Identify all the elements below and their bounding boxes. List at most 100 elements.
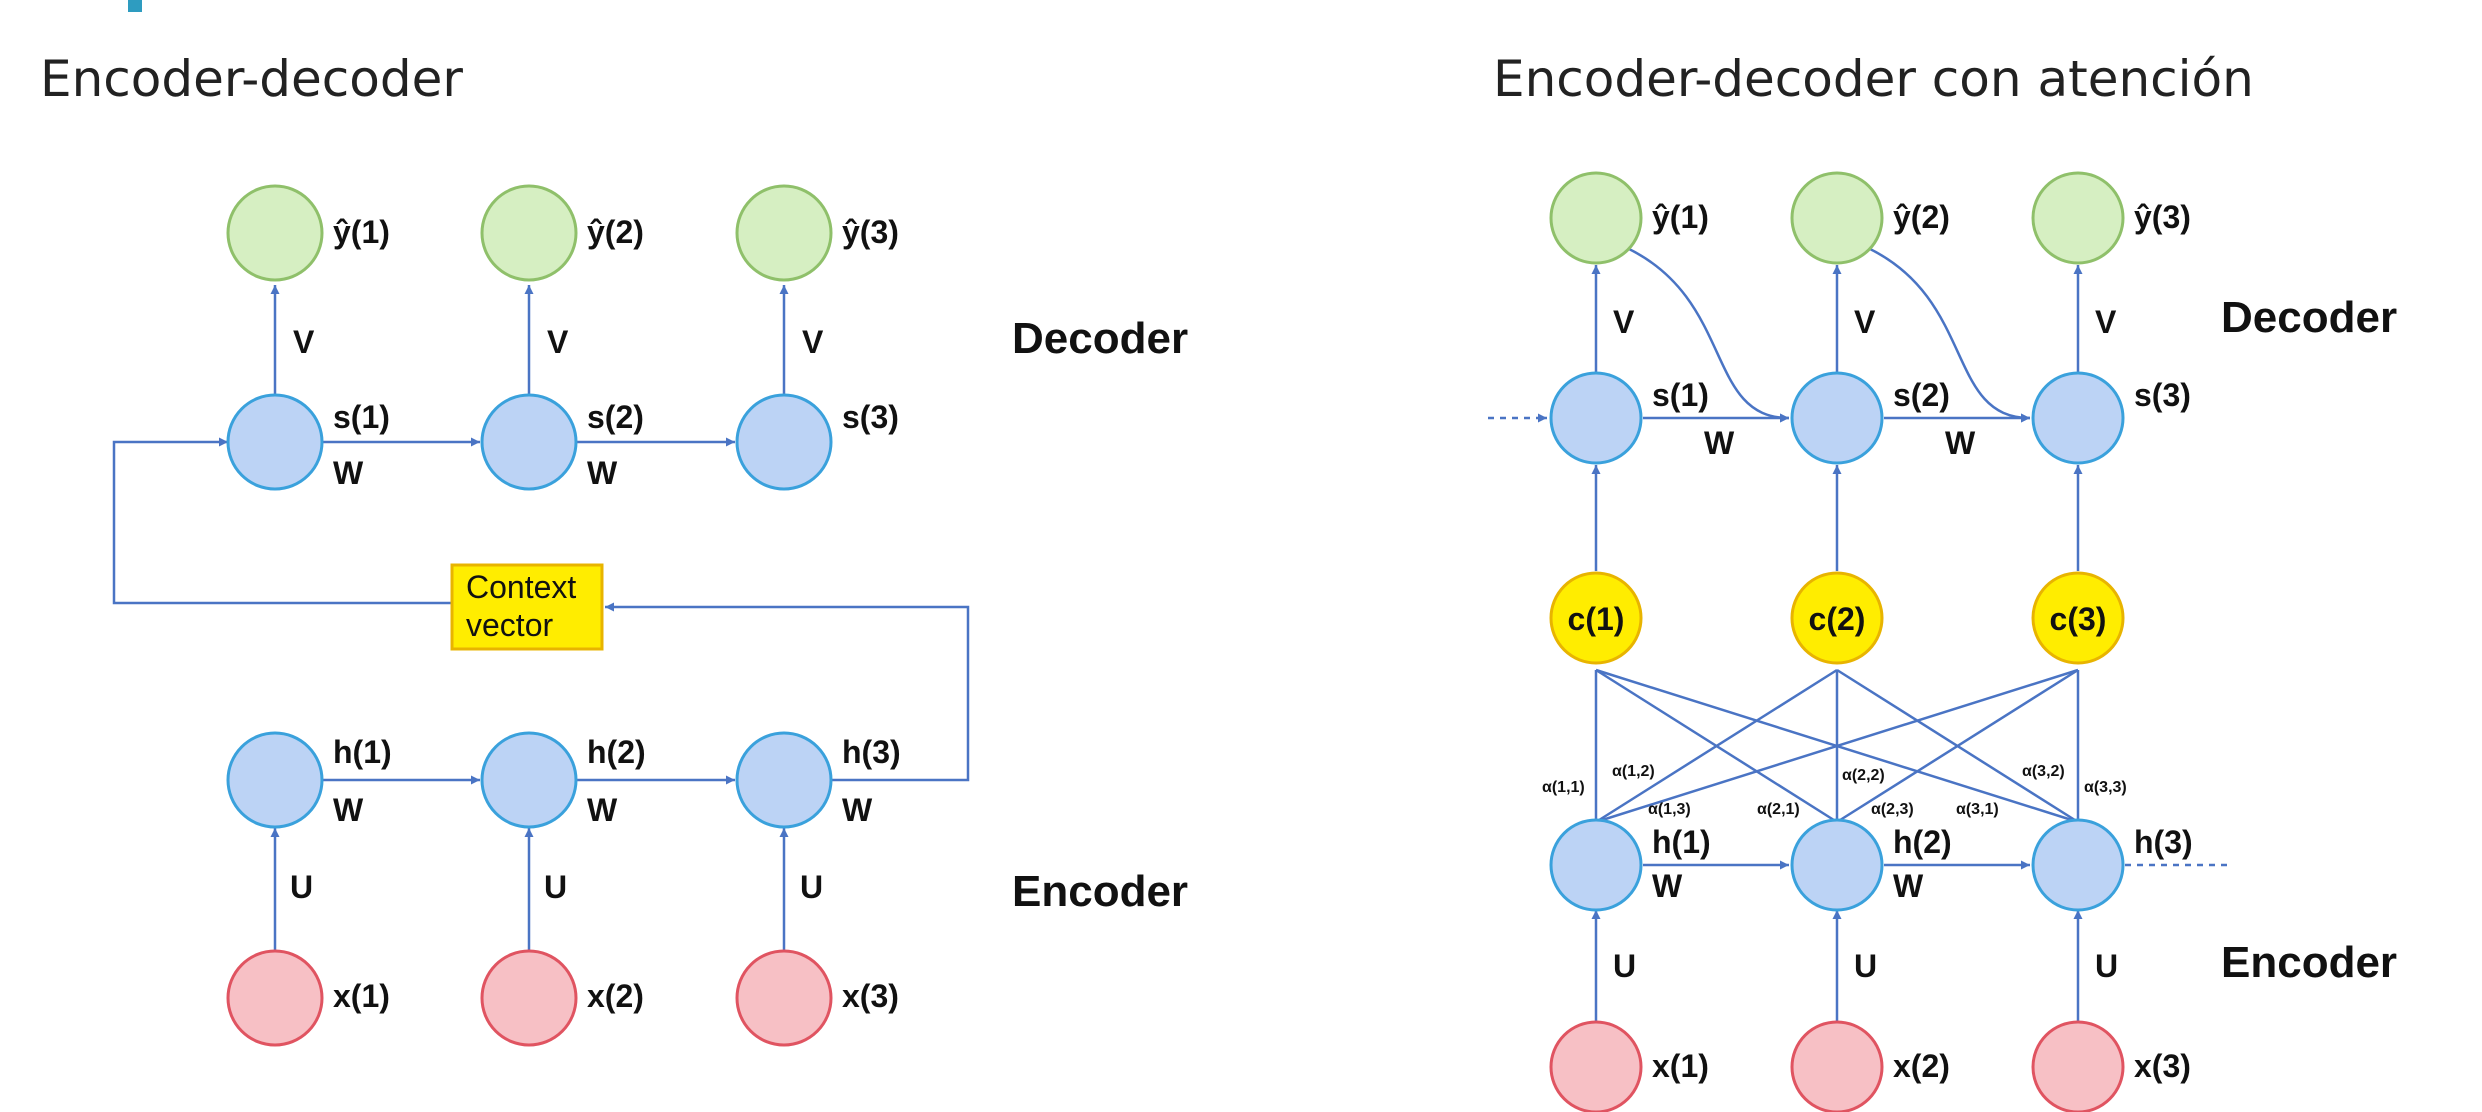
right-input-label-2: x(2) (1893, 1048, 1950, 1084)
left-v-label-3: V (802, 324, 824, 360)
left-v-label-1: V (293, 324, 315, 360)
left-h3-to-context-arrow (605, 602, 970, 782)
left-context-to-s1-arrow (112, 437, 452, 605)
left-decoder-label-2: s(2) (587, 399, 644, 435)
left-encoder-section-label: Encoder (1012, 867, 1188, 916)
alpha-label-1-2: α(1,2) (1612, 763, 1655, 780)
alpha-label-3-3: α(3,3) (2084, 779, 2127, 796)
left-output-label-1: ŷ(1) (333, 214, 390, 250)
left-s-w-label-1: W (333, 455, 364, 491)
right-context-node-3 (2031, 571, 2125, 665)
right-title: Encoder-decoder con atención (1493, 50, 2254, 108)
left-h-w-label-3: W (842, 792, 873, 828)
right-v-label-1: V (1613, 304, 1635, 340)
left-encoder-label-3: h(3) (842, 734, 901, 770)
left-input-label-1: x(1) (333, 978, 390, 1014)
left-h-w-label-1: W (333, 792, 364, 828)
right-input-node-2 (1790, 1020, 1884, 1112)
left-input-node-2 (480, 949, 578, 1047)
left-input-label-3: x(3) (842, 978, 899, 1014)
right-v-label-2: V (1854, 304, 1876, 340)
right-feedback-curve-2 (1867, 246, 2031, 423)
left-decoder-label-3: s(3) (842, 399, 899, 435)
right-encoder-label-1: h(1) (1652, 824, 1711, 860)
right-input-node-3 (2031, 1020, 2125, 1112)
left-encoder-node-1 (226, 731, 324, 829)
right-output-node-1 (1549, 171, 1643, 265)
alpha-label-3-2: α(3,2) (2022, 763, 2065, 780)
left-diagram: Context vector ŷ(1) ŷ(2) ŷ(3) V V V s(1)… (112, 184, 1188, 1047)
right-context-label-2: c(2) (1809, 601, 1866, 637)
right-decoder-node-2 (1790, 371, 1884, 465)
alpha-label-2-2: α(2,2) (1842, 767, 1885, 784)
left-u-label-1: U (290, 869, 313, 905)
left-decoder-section-label: Decoder (1012, 314, 1188, 363)
left-decoder-node-3 (735, 393, 833, 491)
right-diagram: c(1) c(2) c(3) ŷ(1) ŷ(2) ŷ(3) V V V s(1)… (1488, 171, 2397, 1112)
left-encoder-node-3 (735, 731, 833, 829)
right-context-node-2 (1790, 571, 1884, 665)
right-output-node-2 (1790, 171, 1884, 265)
right-decoder-label-2: s(2) (1893, 377, 1950, 413)
right-output-node-3 (2031, 171, 2125, 265)
left-u-label-2: U (544, 869, 567, 905)
right-output-label-1: ŷ(1) (1652, 199, 1709, 235)
left-output-node-1 (226, 184, 324, 282)
left-title: Encoder-decoder (40, 50, 463, 108)
alpha-label-2-1: α(2,1) (1757, 801, 1800, 818)
alpha-label-1-1: α(1,1) (1542, 779, 1585, 796)
left-input-node-1 (226, 949, 324, 1047)
right-input-node-1 (1549, 1020, 1643, 1112)
right-encoder-section-label: Encoder (2221, 938, 2397, 987)
right-context-label-1: c(1) (1568, 601, 1625, 637)
right-input-label-3: x(3) (2134, 1048, 2191, 1084)
left-decoder-label-1: s(1) (333, 399, 390, 435)
right-decoder-label-1: s(1) (1652, 377, 1709, 413)
left-input-node-3 (735, 949, 833, 1047)
attn-line-3-1 (1595, 668, 2079, 824)
right-u-label-1: U (1613, 948, 1636, 984)
right-s-w-label-1: W (1704, 425, 1735, 461)
right-s-w-label-2: W (1945, 425, 1976, 461)
right-v-label-3: V (2095, 304, 2117, 340)
attn-line-3-2 (1836, 668, 2079, 824)
alpha-label-3-1: α(3,1) (1956, 801, 1999, 818)
right-feedback-curve-1 (1626, 246, 1790, 423)
right-decoder-node-1 (1549, 371, 1643, 465)
accent-bar (128, 0, 142, 12)
right-output-label-3: ŷ(3) (2134, 199, 2191, 235)
left-encoder-label-1: h(1) (333, 734, 392, 770)
right-encoder-label-2: h(2) (1893, 824, 1952, 860)
left-output-label-2: ŷ(2) (587, 214, 644, 250)
right-h-w-label-1: W (1652, 868, 1683, 904)
left-u-label-3: U (800, 869, 823, 905)
left-output-node-2 (480, 184, 578, 282)
right-encoder-node-1 (1549, 818, 1643, 912)
right-decoder-label-3: s(3) (2134, 377, 2191, 413)
right-u-label-3: U (2095, 948, 2118, 984)
left-decoder-node-2 (480, 393, 578, 491)
left-context-vector-box (450, 563, 604, 651)
right-encoder-node-3 (2031, 818, 2125, 912)
left-h-w-label-2: W (587, 792, 618, 828)
right-decoder-node-3 (2031, 371, 2125, 465)
right-output-label-2: ŷ(2) (1893, 199, 1950, 235)
left-context-line1: Context (466, 569, 576, 605)
left-encoder-label-2: h(2) (587, 734, 646, 770)
left-output-node-3 (735, 184, 833, 282)
left-encoder-node-2 (480, 731, 578, 829)
left-output-label-3: ŷ(3) (842, 214, 899, 250)
right-encoder-node-2 (1790, 818, 1884, 912)
right-h-w-label-2: W (1893, 868, 1924, 904)
left-v-label-2: V (547, 324, 569, 360)
right-decoder-section-label: Decoder (2221, 293, 2397, 342)
right-u-label-2: U (1854, 948, 1877, 984)
attn-line-2-1 (1595, 668, 1838, 824)
right-context-label-3: c(3) (2050, 601, 2107, 637)
left-decoder-node-1 (226, 393, 324, 491)
left-context-line2: vector (466, 607, 553, 643)
right-input-label-1: x(1) (1652, 1048, 1709, 1084)
left-input-label-2: x(2) (587, 978, 644, 1014)
right-context-node-1 (1549, 571, 1643, 665)
